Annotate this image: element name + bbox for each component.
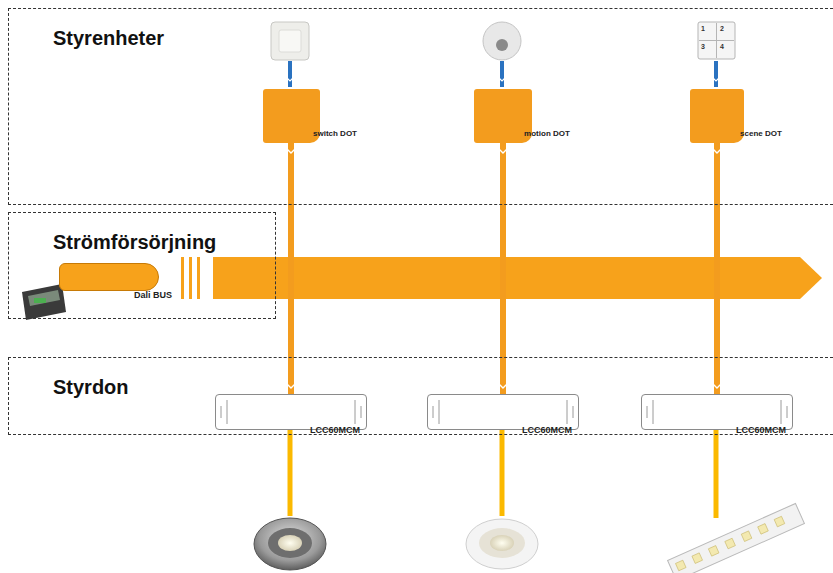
- keypad-number: 1: [701, 25, 705, 33]
- bus-power-supply: Dali BUS: [59, 263, 159, 291]
- tab-line: [781, 400, 782, 424]
- bus-connector-group: [714, 143, 721, 394]
- white-downlight: [466, 519, 538, 569]
- tab-line: [439, 400, 440, 424]
- driver-box: LCC60MCM: [215, 394, 367, 430]
- node-label: LCC60MCM: [736, 425, 786, 435]
- tab-line: [433, 406, 434, 418]
- tab-line: [573, 406, 574, 418]
- keypad-number: 3: [701, 43, 705, 51]
- bus-connector-group: [500, 143, 507, 394]
- bus-connector: [500, 143, 506, 394]
- section-heading: Strömförsörjning: [53, 231, 216, 254]
- bus-connector-group: [288, 143, 295, 394]
- arrow-head: [500, 385, 507, 389]
- driver-end-tabs: [641, 394, 793, 430]
- led-strip: [668, 503, 805, 573]
- tab-line: [787, 406, 788, 418]
- section-region: Styrenheter switch DOT motion DOT scene DOT: [8, 8, 833, 205]
- bus-chevron: [714, 150, 721, 154]
- bus-chevron: [500, 150, 507, 154]
- downlight: [254, 518, 326, 570]
- tab-line: [221, 406, 222, 418]
- section-region: StrömförsörjningDali BUS: [8, 212, 276, 319]
- wire-chevron: [287, 78, 719, 81]
- section-heading: Styrdon: [53, 376, 129, 399]
- keypad-number: 2: [720, 25, 724, 33]
- tab-line: [653, 400, 654, 424]
- driver-box: LCC60MCM: [427, 394, 579, 430]
- motion-dot-box: motion DOT: [474, 89, 532, 143]
- tab-line: [361, 406, 362, 418]
- node-label: switch DOT: [313, 129, 357, 139]
- driver-end-tabs: [427, 394, 579, 430]
- section-region: StyrdonLCC60MCMLCC60MCMLCC60MCM: [8, 357, 833, 435]
- node-label: scene DOT: [740, 129, 782, 139]
- driver-box: LCC60MCM: [641, 394, 793, 430]
- bus-chevron: [288, 150, 295, 154]
- arrow-head: [288, 385, 295, 389]
- switch-icon: [271, 22, 309, 60]
- keypad-number: 4: [720, 43, 724, 51]
- node-label: LCC60MCM: [310, 425, 360, 435]
- bus-connector: [714, 143, 720, 394]
- bus-connector: [288, 143, 294, 394]
- motion-sensor-icon: [483, 22, 521, 60]
- keypad-icon: [698, 22, 735, 59]
- control-wire: [290, 61, 716, 87]
- output-wire: [290, 430, 716, 518]
- arrow-head: [714, 385, 721, 389]
- tab-line: [227, 400, 228, 424]
- driver-end-tabs: [215, 394, 367, 430]
- scene-dot-box: scene DOT: [690, 89, 744, 143]
- tab-line: [355, 400, 356, 424]
- bus-plug: [22, 284, 66, 320]
- section-heading: Styrenheter: [53, 27, 164, 50]
- tab-line: [567, 400, 568, 424]
- node-label: motion DOT: [524, 129, 570, 139]
- node-label: LCC60MCM: [522, 425, 572, 435]
- node-label: Dali BUS: [134, 290, 172, 300]
- tab-line: [647, 406, 648, 418]
- switch-dot-box: switch DOT: [263, 89, 320, 143]
